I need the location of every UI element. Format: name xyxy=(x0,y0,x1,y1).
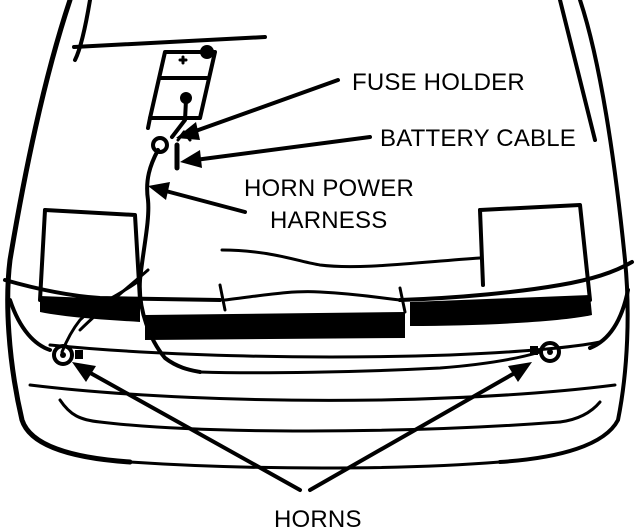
vehicle-body-outline xyxy=(5,0,630,470)
horn-power-harness-label-line1: HORN POWER xyxy=(244,175,414,202)
left-horn xyxy=(52,344,83,366)
fuse-holder-label: FUSE HOLDER xyxy=(352,69,525,96)
right-horn-arrowhead xyxy=(508,362,532,382)
battery-cable-arrowhead xyxy=(180,150,202,168)
fuse-holder xyxy=(151,98,192,154)
horn-power-harness-label-line2: HARNESS xyxy=(270,207,387,234)
left-horn-arrowhead xyxy=(72,362,96,382)
horns-label: HORNS xyxy=(274,506,362,532)
engine-compartment xyxy=(38,203,592,302)
battery-cable-label: BATTERY CABLE xyxy=(380,125,576,152)
horn-power-arrowhead xyxy=(148,182,170,200)
right-horn xyxy=(530,341,561,363)
battery xyxy=(146,45,217,130)
fuse-holder-arrowhead xyxy=(176,122,200,140)
front-bumper xyxy=(3,260,634,433)
leader-arrows xyxy=(72,78,532,492)
